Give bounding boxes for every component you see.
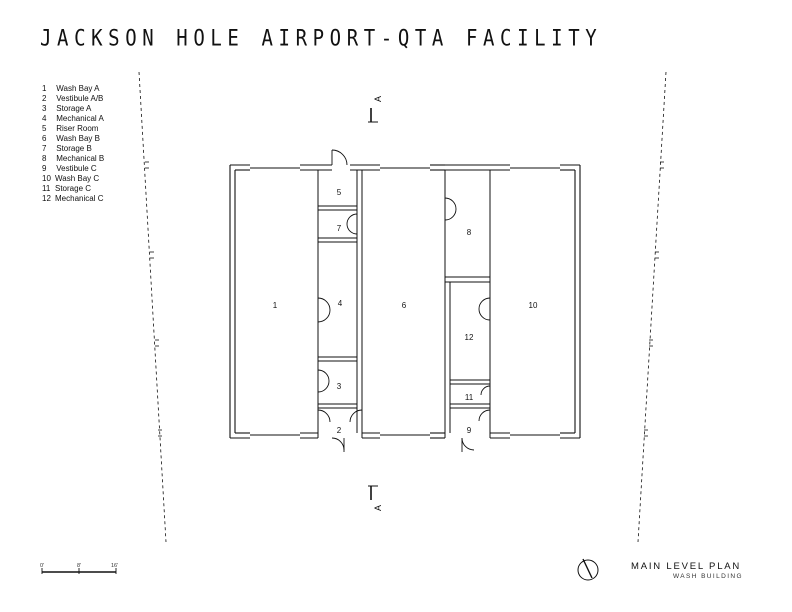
- room-label-5: 5: [337, 188, 342, 197]
- room-label-4: 4: [338, 299, 343, 308]
- room-label-11: 11: [465, 393, 474, 402]
- room-legend: 1 Wash Bay A 2 Vestibule A/B 3 Storage A…: [42, 84, 104, 204]
- legend-item: 9 Vestibule C: [42, 164, 97, 173]
- scale-tick-16: 16': [111, 563, 119, 569]
- section-marker-bottom: [368, 485, 378, 500]
- plan-subtitle: WASH BUILDING: [673, 573, 743, 580]
- site-line-right: [637, 71, 667, 543]
- room-label-2: 2: [337, 426, 342, 435]
- site-line-left: [138, 71, 167, 543]
- drawing-title: JACKSON HOLE AIRPORT-QTA FACILITY: [40, 26, 603, 52]
- legend-item: 2 Vestibule A/B: [42, 94, 104, 103]
- scale-bar: [41, 568, 117, 574]
- site-ticks-left: [145, 161, 162, 437]
- legend-item: 3 Storage A: [42, 104, 92, 113]
- scale-tick-8: 8': [77, 563, 82, 569]
- room-label-7: 7: [337, 224, 342, 233]
- room-label-3: 3: [337, 382, 342, 391]
- legend-item: 1 Wash Bay A: [42, 84, 100, 93]
- legend-item: 7 Storage B: [42, 144, 92, 153]
- legend-item: 8 Mechanical B: [42, 154, 105, 163]
- doors: [317, 149, 491, 452]
- exterior-walls: [229, 164, 581, 439]
- room-label-1: 1: [273, 301, 278, 310]
- plan-title: MAIN LEVEL PLAN: [631, 561, 742, 572]
- legend-item: 6 Wash Bay B: [42, 134, 100, 143]
- legend-item: 4 Mechanical A: [42, 114, 104, 123]
- section-label-top: A: [373, 96, 383, 102]
- north-arrow-icon: [577, 558, 599, 581]
- section-label-bottom: A: [373, 505, 383, 511]
- room-label-6: 6: [402, 301, 407, 310]
- scale-tick-0: 0': [40, 563, 45, 569]
- legend-item: 5 Riser Room: [42, 124, 99, 133]
- core-b-walls: [444, 170, 491, 438]
- room-label-9: 9: [467, 426, 472, 435]
- room-label-10: 10: [529, 301, 538, 310]
- site-ticks-right: [644, 161, 664, 437]
- section-marker-top: [368, 108, 378, 123]
- room-label-8: 8: [467, 228, 472, 237]
- room-label-12: 12: [465, 333, 474, 342]
